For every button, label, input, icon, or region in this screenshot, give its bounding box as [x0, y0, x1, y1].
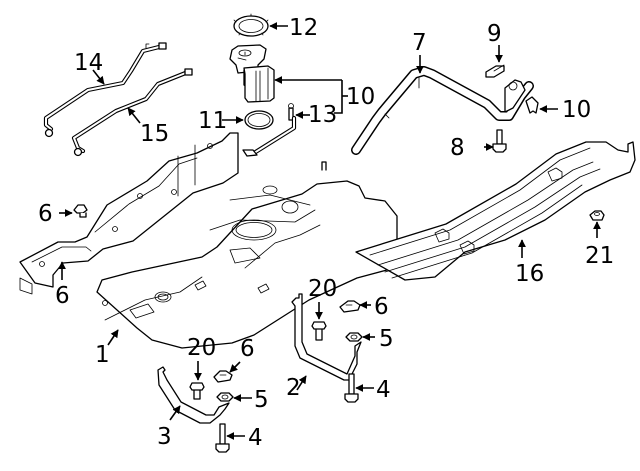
fuel-tank-part[interactable]	[96, 161, 398, 349]
bolt-4-part-b[interactable]	[344, 373, 359, 403]
callout-5-a[interactable]: 5	[254, 387, 269, 413]
callout-10[interactable]: 8	[450, 135, 465, 161]
callout-4-b[interactable]: 4	[376, 377, 391, 403]
lock-ring-part[interactable]	[233, 13, 269, 37]
callout-16[interactable]: 12	[289, 15, 318, 41]
callout-4-a[interactable]: 4	[248, 425, 263, 451]
cap-12-part[interactable]	[525, 96, 539, 114]
filler-pipe-part[interactable]	[351, 66, 534, 155]
stud-20-part-b[interactable]	[311, 321, 327, 341]
bracket-11-part[interactable]	[485, 64, 505, 78]
callout-12[interactable]: 10	[562, 97, 591, 123]
bolt-10-part[interactable]	[492, 129, 507, 153]
nut-21-part[interactable]	[589, 210, 605, 221]
callout-21[interactable]: 21	[585, 243, 614, 269]
fuel-pump-module-part[interactable]	[229, 44, 275, 103]
callout-19[interactable]: 16	[515, 261, 544, 287]
callout-6-b[interactable]: 6	[374, 294, 389, 320]
seal-ring-part[interactable]	[244, 110, 274, 130]
fuel-line-18-part[interactable]	[71, 68, 193, 157]
leader-lines	[58, 22, 601, 440]
callout-20-a[interactable]: 20	[187, 335, 216, 361]
clip-6-part-a[interactable]	[213, 370, 233, 383]
nut-5-part-b[interactable]	[345, 332, 363, 342]
bolt-4-part-a[interactable]	[215, 423, 230, 453]
fuel-level-sender-part[interactable]	[242, 103, 297, 157]
clip-6-part-b[interactable]	[339, 300, 361, 313]
callout-20-b[interactable]: 20	[308, 276, 337, 302]
heat-shield-part[interactable]	[19, 132, 239, 295]
callout-6-a[interactable]: 6	[240, 336, 255, 362]
callout-17[interactable]: 14	[74, 50, 103, 76]
callout-7[interactable]: 6	[55, 283, 70, 309]
callout-1[interactable]: 1	[95, 342, 110, 368]
nut-5-part-a[interactable]	[216, 392, 234, 402]
callout-3[interactable]: 3	[157, 424, 172, 450]
callout-5-b[interactable]: 5	[379, 326, 394, 352]
fuel-line-17-part[interactable]	[43, 42, 167, 138]
callout-9[interactable]: 7	[412, 30, 427, 56]
callout-8[interactable]: 6	[38, 201, 53, 227]
callout-15[interactable]: 13	[308, 102, 337, 128]
callout-14[interactable]: 11	[198, 108, 227, 134]
callout-2[interactable]: 2	[286, 375, 301, 401]
callout-11[interactable]: 9	[487, 21, 502, 47]
callout-18[interactable]: 15	[140, 121, 169, 147]
push-pin-8-part[interactable]	[73, 204, 88, 218]
callout-13[interactable]: 10	[346, 84, 375, 110]
tank-strap-2-part[interactable]	[291, 293, 362, 381]
stud-20-part-a[interactable]	[189, 382, 205, 400]
skid-plate-part[interactable]	[355, 141, 636, 281]
